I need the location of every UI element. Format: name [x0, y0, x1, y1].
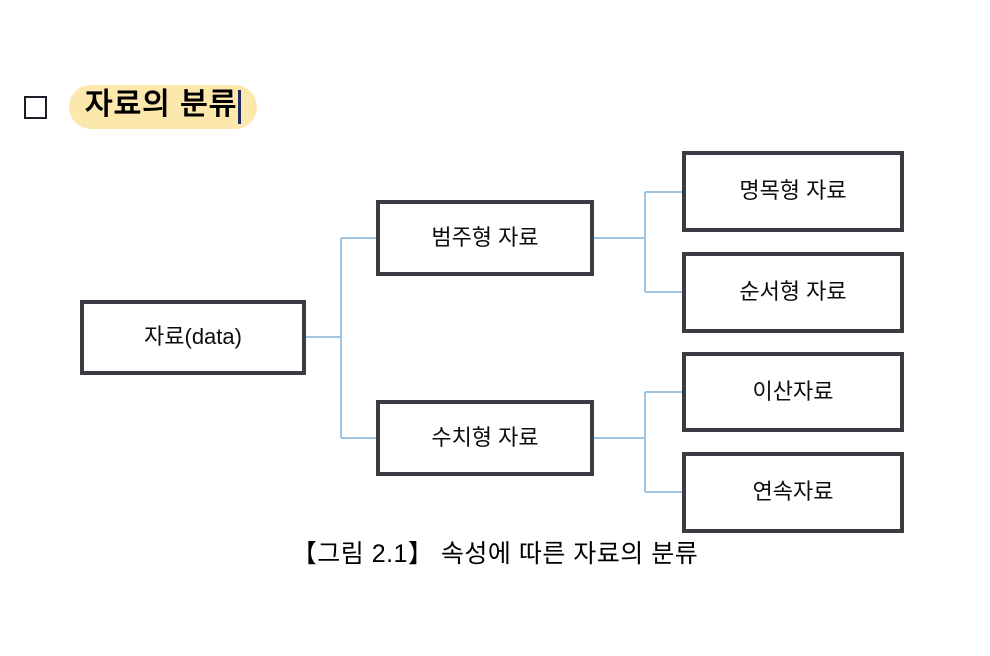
page-title: 자료의 분류 [85, 88, 238, 121]
heading-highlight: 자료의 분류 [69, 85, 258, 129]
figure-caption: 【그림 2.1】 속성에 따른 자료의 분류 [291, 540, 699, 568]
node-categorical-data: 범주형 자료 [376, 200, 594, 276]
page-heading: 자료의 분류 [24, 84, 258, 130]
square-bullet-icon [24, 95, 47, 119]
node-root-data: 자료(data) [80, 300, 306, 375]
node-nominal-data: 명목형 자료 [682, 151, 904, 232]
node-ordinal-data: 순서형 자료 [682, 252, 904, 333]
node-discrete-data: 이산자료 [682, 352, 904, 432]
node-numerical-data: 수치형 자료 [376, 400, 594, 476]
node-continuous-data: 연속자료 [682, 452, 904, 533]
classification-tree-diagram: 자료(data) 범주형 자료 수치형 자료 명목형 자료 순서형 자료 이산자… [80, 151, 904, 533]
text-caret-icon [238, 90, 242, 124]
